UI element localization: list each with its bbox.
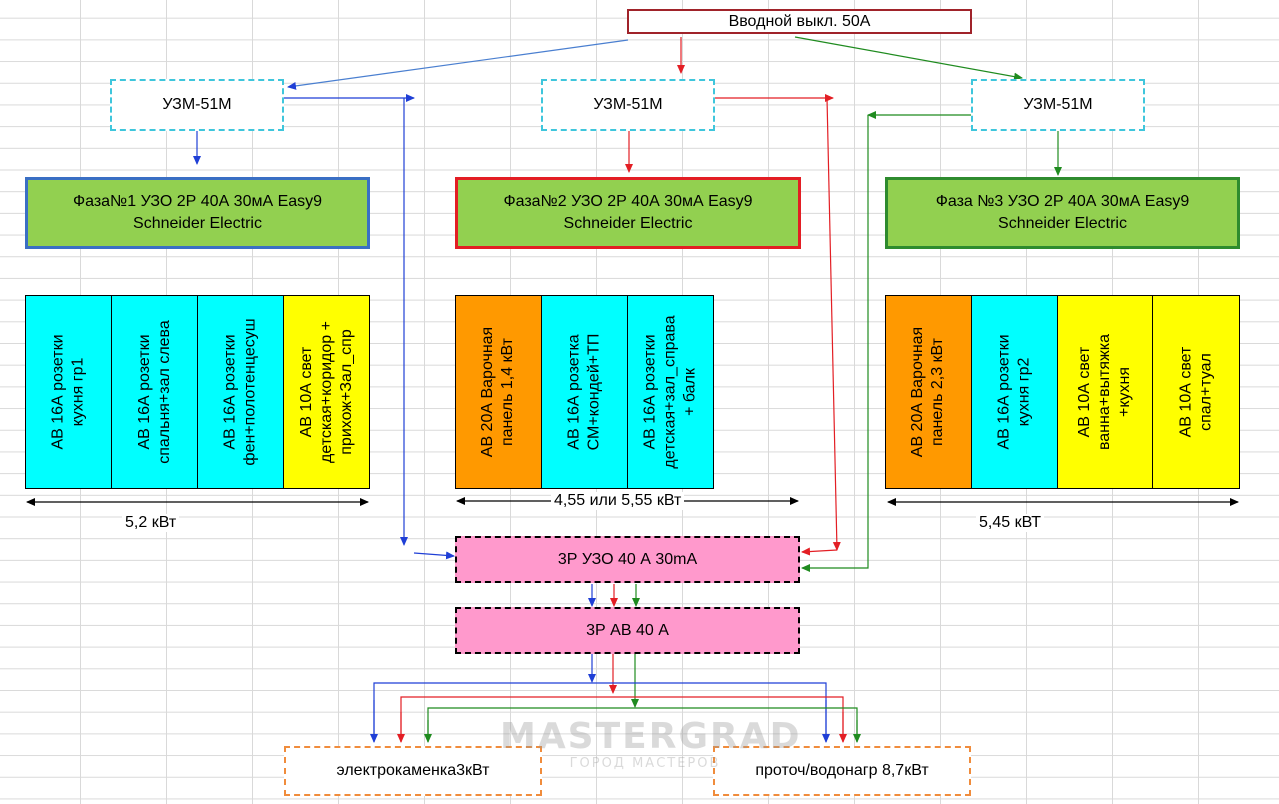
phase-2-rcd: Фаза№2 УЗО 2Р 40А 30мА Easy9 Schneider E… xyxy=(455,177,801,249)
feed-green xyxy=(794,36,1023,81)
three-phase-breaker: 3Р АВ 40 А xyxy=(455,607,800,654)
main-switch: Вводной выкл. 50А xyxy=(627,9,972,34)
uzm-relay-1: УЗМ-51М xyxy=(110,79,284,131)
uzm-relay-2: УЗМ-51М xyxy=(541,79,715,131)
output-sauna-heater: электрокаменка3кВт xyxy=(284,746,542,796)
phase-1-rcd-title: Фаза№1 УЗО 2Р 40А 30мА Easy9 xyxy=(72,193,323,210)
phase-3-rcd-brand: Schneider Electric xyxy=(998,215,1127,232)
watermark-logo: MASTERGRAD ГОРОД МАСТЕРОВ xyxy=(500,716,802,772)
phase-1-rcd: Фаза№1 УЗО 2Р 40А 30мА Easy9 Schneider E… xyxy=(25,177,370,249)
power-phase-1: 5,2 кВт xyxy=(122,514,180,532)
uzm2-to-rcd3 xyxy=(826,97,841,551)
output-water-heater: проточ/водонагр 8,7кВт xyxy=(713,746,971,796)
uzm3-to-rcd3 xyxy=(801,115,869,572)
phase-1-rcd-brand: Schneider Electric xyxy=(133,215,262,232)
power-phase-2: 4,55 или 5,55 кВт xyxy=(551,492,685,510)
phase-2-rcd-brand: Schneider Electric xyxy=(563,215,693,232)
power-phase-3: 5,45 кВТ xyxy=(976,514,1044,532)
phase-3-rcd: Фаза №3 УЗО 2Р 40А 30мА Easy9 Schneider … xyxy=(885,177,1240,249)
three-phase-rcd: 3Р УЗО 40 А 30mA xyxy=(455,536,800,583)
phase-2-rcd-title: Фаза№2 УЗО 2Р 40А 30мА Easy9 xyxy=(503,193,753,210)
uzm-relay-3: УЗМ-51М xyxy=(971,79,1145,131)
rcd3-blue-in xyxy=(413,551,455,560)
rcd3-red-in xyxy=(801,547,838,556)
phase-3-rcd-title: Фаза №3 УЗО 2Р 40А 30мА Easy9 xyxy=(935,193,1190,210)
